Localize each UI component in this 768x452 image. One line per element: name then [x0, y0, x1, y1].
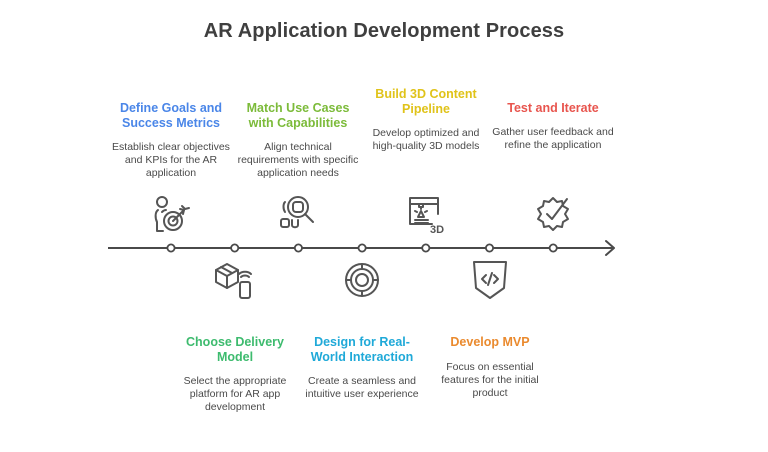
step-description: Select the appropriate platform for AR a…: [183, 375, 287, 413]
svg-text:3D: 3D: [430, 224, 444, 236]
step-match-use-cases: Match Use Cases with Capabilities Align …: [236, 101, 360, 180]
step-choose-delivery: Choose Delivery Model Select the appropr…: [173, 335, 297, 414]
box-device-icon: [212, 258, 256, 302]
step-description: Establish clear objectives and KPIs for …: [112, 141, 230, 179]
step-heading: Build 3D Content Pipeline: [375, 87, 477, 116]
step-test-iterate: Test and Iterate Gather user feedback an…: [491, 101, 615, 152]
3d-printer-icon: 3D: [404, 192, 448, 236]
step-heading: Match Use Cases with Capabilities: [246, 101, 350, 130]
step-heading: Define Goals and Success Metrics: [119, 101, 223, 130]
search-shapes-icon: [276, 192, 320, 236]
timeline-arrowhead: [605, 240, 615, 256]
step-description: Align technical requirements with specif…: [237, 141, 359, 179]
timeline-node-4: [357, 243, 367, 253]
step-description: Focus on essential features for the init…: [441, 361, 539, 399]
step-heading: Test and Iterate: [507, 101, 599, 115]
step-description: Create a seamless and intuitive user exp…: [305, 375, 419, 400]
timeline-node-5: [421, 243, 431, 253]
timeline-node-2: [230, 243, 240, 253]
timeline-node-3: [293, 243, 303, 253]
step-define-goals: Define Goals and Success Metrics Establi…: [109, 101, 233, 180]
gear-check-icon: [531, 192, 575, 236]
timeline-node-7: [548, 243, 558, 253]
step-heading: Design for Real-World Interaction: [310, 335, 414, 364]
person-target-icon: [149, 192, 193, 236]
step-heading: Choose Delivery Model: [186, 335, 284, 364]
timeline-node-1: [166, 243, 176, 253]
timeline-node-6: [484, 243, 494, 253]
step-design-interaction: Design for Real-World Interaction Create…: [300, 335, 424, 401]
step-description: Develop optimized and high-quality 3D mo…: [372, 127, 480, 152]
code-shield-icon: [468, 258, 512, 302]
step-build-3d-pipeline: Build 3D Content Pipeline Develop optimi…: [364, 87, 488, 153]
circular-control-icon: [340, 258, 384, 302]
diagram-title: AR Application Development Process: [203, 20, 565, 42]
step-develop-mvp: Develop MVP Focus on essential features …: [428, 335, 552, 400]
step-description: Gather user feedback and refine the appl…: [492, 126, 614, 151]
step-heading: Develop MVP: [450, 335, 530, 349]
